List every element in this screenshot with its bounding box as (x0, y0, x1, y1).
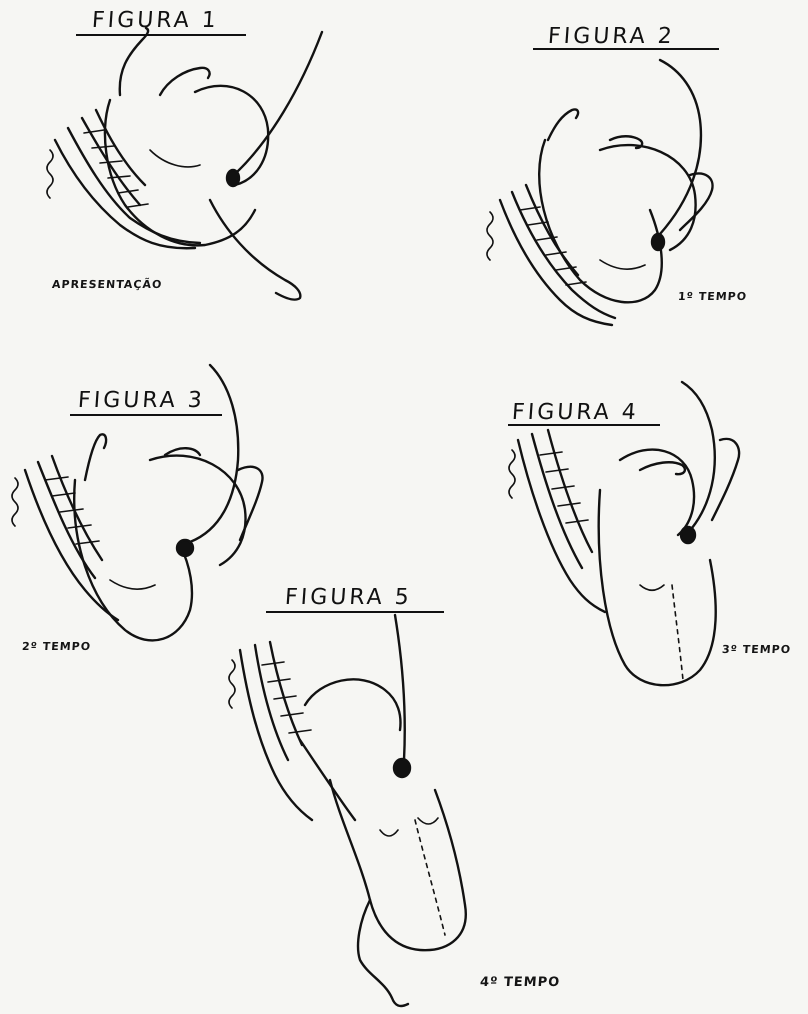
figure-3-caption: 2º TEMPO (22, 640, 92, 653)
figure-2-baby-body (539, 140, 662, 302)
figure-1-baby-leg-up (120, 28, 148, 95)
figure-2-baby-crease (600, 260, 645, 269)
figure-5-baby-head (305, 679, 400, 730)
figure-2-title: FIGURA 2 (547, 24, 675, 49)
figure-2-caption: 1º TEMPO (678, 290, 748, 303)
figure-5-cord-line (395, 615, 405, 760)
figure-5-drawing (229, 615, 466, 1006)
figure-5-canal-hatching (262, 662, 311, 733)
figure-4-title: FIGURA 4 (511, 400, 639, 425)
figure-1-title: FIGURA 1 (91, 8, 219, 33)
figure-4-scapula (640, 585, 664, 590)
figure-1-baby-leg-2 (160, 68, 210, 95)
figure-4-canal-wall (548, 430, 592, 552)
figure-2-canal-wall (500, 200, 612, 325)
figure-5-baby-leg (358, 900, 408, 1006)
figure-5-canal-wavy (229, 660, 235, 708)
figure-3-title-rule (70, 414, 222, 416)
figure-5-caption: 4º TEMPO (479, 975, 560, 990)
figure-1-baby-crease (150, 150, 200, 167)
figure-1-canal-wavy (47, 150, 53, 198)
figure-5-baby-body (330, 780, 466, 950)
figure-5-scapula (380, 818, 438, 836)
figure-5-baby-arm (300, 740, 355, 820)
figure-3-canal-wavy (12, 478, 18, 526)
figure-4-spine-dash (672, 585, 683, 680)
figure-4-canal-wavy (509, 450, 515, 498)
figure-2-baby-head (600, 145, 696, 250)
figure-1-caption: APRESENTAÇÃO (52, 278, 163, 291)
figure-2-baby-leg (548, 109, 578, 140)
figure-2-canal-wall (526, 185, 578, 275)
figure-5-cord-spot (394, 759, 410, 777)
figure-1-canal-wall (68, 128, 200, 243)
figure-4-caption: 3º TEMPO (722, 643, 792, 656)
figure-3-baby-arm-right (238, 467, 263, 540)
figure-3-canal-wall (25, 470, 118, 620)
figure-3-title: FIGURA 3 (77, 388, 205, 413)
figure-3-baby-arm (165, 448, 200, 455)
figure-1-canal-wall (55, 140, 195, 248)
figure-2-canal-wavy (487, 212, 493, 260)
figure-3-canal-hatching (45, 477, 99, 544)
figure-4-drawing (509, 382, 739, 685)
figure-4-cord-line (682, 382, 715, 528)
figure-4-baby-arm (640, 462, 685, 474)
figure-4-baby-arm-right (712, 439, 739, 520)
figure-3-baby-leg (85, 434, 106, 480)
figure-5-title: FIGURA 5 (284, 585, 412, 610)
figure-2-title-rule (533, 48, 719, 50)
figure-4-title-rule (508, 424, 660, 426)
figure-4-cord-spot (681, 527, 695, 543)
figure-2-drawing (487, 60, 713, 325)
figure-3-baby-body (74, 480, 192, 640)
figure-3-baby-crease (110, 580, 155, 589)
figure-1-cord-line (237, 32, 322, 172)
figure-4-canal-wall (532, 434, 582, 568)
figure-1-drawing (47, 28, 322, 300)
figure-5-title-rule (266, 611, 444, 613)
figure-1-baby-arm (210, 200, 300, 300)
figure-3-baby-head (150, 456, 246, 565)
figure-2-cord-spot (652, 234, 664, 250)
figure-5-spine-dash (415, 820, 445, 935)
figure-1-title-rule (76, 34, 246, 36)
figure-1-canal-hatching (84, 130, 148, 207)
